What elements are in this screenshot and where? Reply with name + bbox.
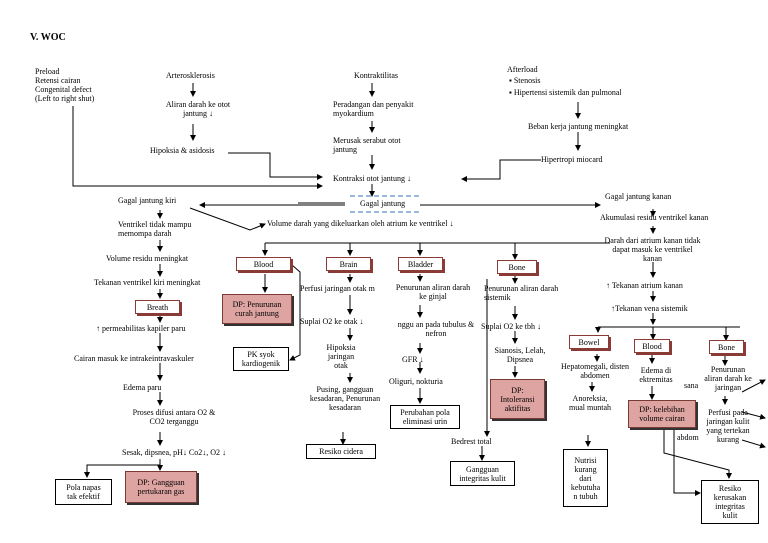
pola-napas-box: Pola napas tak efektif — [55, 479, 112, 505]
nutrisi-box: Nutrisi kurang dari kebutuha n tubuh — [563, 449, 608, 507]
resiko-kerusakan-box: Resiko kerusakan integritas kulit — [701, 480, 759, 524]
bone-tag-1: Bone — [497, 260, 537, 274]
cairan-masuk-text: Cairan masuk ke intrakeintravaskuler — [74, 354, 194, 363]
sana-text: sana — [684, 381, 699, 390]
suplai-tbh-text: Suplai O2 ke tbh ↓ — [481, 322, 541, 331]
volume-residu-text: Volume residu meningkat — [106, 254, 189, 263]
dp-curah-box: DP: Penurunan curah jantung — [222, 294, 292, 324]
hipoksia-text: Hipoksia & asidosis — [150, 146, 215, 155]
hipoksia-otak-text: Hipoksia jaringan otak — [326, 343, 356, 370]
resiko-cidera-box: Resiko cidera — [306, 444, 376, 459]
suplai-otak-text: Suplai O2 ke otak ↓ — [300, 317, 364, 326]
pk-syok-box: PK syok kardiogenik — [233, 347, 289, 371]
afterload-text: Afterload — [507, 65, 538, 74]
hipertensi-text: ▪ Hipertensi sistemik dan pulmonal — [509, 88, 622, 97]
blood-tag-1: Blood — [236, 257, 291, 271]
volume-darah-text: Volume darah yang dikeluarkan oleh atriu… — [267, 219, 454, 228]
anoreksia-text: Anoreksia, mual muntah — [569, 394, 611, 412]
gagal-jantung-text: Gagal jantung — [360, 199, 406, 208]
blood-tag-2: Blood — [634, 339, 670, 353]
sesak-text: Sesak, dipsnea, pH↓ Co2↓, O2 ↓ — [122, 448, 226, 457]
tek-vena-text: ↑Tekanan vena sistemik — [611, 304, 688, 313]
hipertropi-text: Hipertropi miocard — [541, 155, 603, 164]
gangguan-kulit-box: Gangguan integritas kulit — [450, 461, 515, 486]
oliguri-text: Oliguri, nokturia — [389, 377, 443, 386]
edema-paru-text: Edema paru — [123, 383, 162, 392]
aliran-otot-text: Aliran darah ke otot jantung ↓ — [165, 100, 231, 118]
stenosis-label: Stenosis — [513, 76, 541, 85]
arterosklerosis-text: Arterosklerosis — [166, 71, 215, 80]
bedrest-text: Bedrest total — [451, 437, 492, 446]
perubahan-pola-box: Perubahan pola eliminasi urin — [390, 405, 460, 429]
abdom-text: abdom — [677, 433, 699, 442]
perfusi-kulit-text: Perfusi pada jaringan kulit yang terteka… — [706, 408, 750, 444]
gj-kiri-text: Gagal jantung kiri — [118, 196, 177, 205]
kontraksi-text: Kontraksi otot jantung ↓ — [333, 174, 411, 183]
permeabilitas-text: ↑ permeabilitas kapiler paru — [96, 324, 186, 333]
darah-atrium-text: Darah dari atrium kanan tidak dapat masu… — [604, 236, 701, 263]
preload-text: Preload Retensi cairan Congenital defect… — [35, 67, 95, 103]
gfr-text: GFR ↓ — [402, 355, 424, 364]
breath-tag: Breath — [135, 300, 180, 314]
kontraktilitas-text: Kontraktilitas — [354, 71, 398, 80]
bladder-tag: Bladder — [398, 257, 443, 271]
peradangan-text: Peradangan dan penyakit myokardium — [333, 100, 414, 118]
hipertensi-label: Hipertensi sistemik dan pulmonal — [513, 88, 622, 97]
dp-kelebihan-box: DP: kelebihan volume cairan — [628, 400, 696, 428]
dp-gas-box: DP: Gangguan pertukaran gas — [125, 471, 197, 503]
page-title: V. WOC — [30, 32, 66, 43]
tekanan-kiri-text: Tekanan ventrikel kiri meningkat — [94, 278, 201, 287]
pusing-text: Pusing, gangguan kesadaran, Penurunan ke… — [309, 385, 381, 412]
merusak-text: Merusak serabut otot jantung — [333, 136, 401, 154]
beban-text: Beban kerja jantung meningkat — [528, 122, 629, 131]
sianosis-text: Sianosis, Lelah, Dipsnea — [494, 346, 546, 364]
penurunan-ginjal-text: Penurunan aliran darah ke ginjal — [395, 283, 471, 301]
brain-tag: Brain — [326, 257, 371, 271]
akumulasi-text: Akumulasi residu ventrikel kanan — [600, 213, 709, 222]
perfusi-text: Perfusi jaringan otak m — [300, 284, 375, 293]
penurunan-sistemik-text: Penurunan aliran darah sistemik — [484, 284, 559, 302]
dp-intoleransi-box: DP: Intoleransi aktifitas — [490, 379, 545, 419]
bone-tag-2: Bone — [709, 340, 744, 354]
ventrikel-text: Ventrikel tidak mampu memompa darah — [118, 220, 192, 238]
bowel-tag: Bowel — [569, 335, 609, 349]
penurunan-jaringan-text: Penurunan aliran darah ke jaringan — [704, 365, 752, 392]
proses-difusi-text: Proses difusi antara O2 & CO2 terganggu — [132, 408, 216, 426]
gj-kanan-text: Gagal jantung kanan — [605, 192, 672, 201]
stenosis-text: ▪ Stenosis — [509, 76, 541, 85]
hepatomegali-text: Hepatomegali, disten abdomen — [561, 362, 629, 380]
tubulus-text: nggu an pada tubulus & nefron — [397, 320, 475, 338]
edema-ekstremitas-text: Edema di ektremitas — [639, 366, 673, 384]
tek-atrium-text: ↑ Tekanan atrium kanan — [606, 281, 683, 290]
